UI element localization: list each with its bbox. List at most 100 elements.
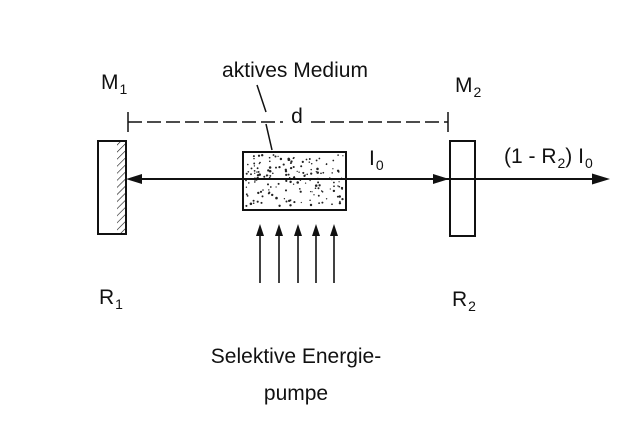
medium-speckle [266,183,270,186]
medium-speckle [277,182,280,185]
medium-speckle [274,155,277,158]
medium-speckle [250,167,253,170]
medium-speckle [253,157,255,160]
medium-speckle [317,194,320,197]
medium-speckle [279,157,283,161]
medium-speckle [268,166,272,169]
medium-speckle [299,190,302,193]
medium-speckle [306,173,309,176]
mirror-2 [449,140,476,237]
medium-speckle [287,157,290,161]
medium-speckle [320,190,323,192]
medium-speckle [336,195,339,198]
medium-speckle [256,171,258,173]
medium-speckle [287,199,291,203]
reflectivity-1-label: R1 [99,286,123,312]
medium-speckle [314,187,317,189]
medium-speckle [259,190,263,193]
medium-speckle [313,194,315,196]
medium-speckle [338,185,341,188]
medium-speckle [292,165,295,169]
medium-speckle [285,179,288,182]
medium-speckle [268,160,271,163]
distance-label: d [288,106,306,127]
medium-speckle [253,170,256,172]
pump-label-line2: pumpe [263,382,329,405]
medium-speckle [314,184,318,187]
medium-speckle [325,163,328,166]
medium-speckle [263,175,266,178]
active-medium-box [242,151,347,211]
medium-speckle [338,181,340,183]
medium-speckle [252,155,255,158]
medium-speckle [267,174,269,176]
medium-speckle [311,191,313,193]
medium-speckle [302,171,305,174]
medium-speckle [289,180,292,184]
medium-speckle [271,172,274,175]
medium-speckle [259,161,261,164]
medium-speckle [298,171,300,173]
medium-speckle [338,202,342,205]
medium-speckle [257,191,260,195]
medium-speckle [309,199,311,201]
medium-speckle [252,199,255,202]
medium-speckle [316,171,319,174]
medium-speckle [305,158,308,161]
medium-speckle [275,166,277,169]
medium-speckle [318,157,321,160]
medium-speckle [332,168,334,170]
medium-speckle [298,188,301,190]
active-medium-label: aktives Medium [222,59,368,82]
laser-beam [126,173,610,185]
medium-speckle [268,169,272,173]
medium-speckle [268,191,271,194]
pump-label-line1: Selektive Energie- [210,345,382,368]
medium-speckle [245,172,248,175]
pump-arrows [256,224,338,283]
medium-speckle [245,193,248,196]
medium-speckle [317,187,320,190]
medium-speckle [256,200,259,203]
medium-speckle [318,202,321,205]
medium-speckle [289,204,292,207]
medium-speckle [282,163,285,166]
medium-speckle [260,201,263,204]
medium-speckle [285,200,288,203]
medium-speckle [249,202,253,206]
medium-speckle [246,195,249,197]
medium-speckle [315,159,318,162]
mirror-1 [97,140,127,235]
medium-speckle [338,195,341,198]
medium-speckle [290,160,293,163]
medium-speckle [256,167,259,170]
medium-speckle [333,185,335,188]
medium-speckle [275,186,277,188]
medium-speckle [248,182,250,184]
reflectivity-2-label: R2 [452,288,476,314]
medium-speckle [289,162,292,165]
medium-speckle [321,201,324,204]
medium-speckle [292,157,295,160]
medium-speckle [296,181,299,184]
medium-speckle [284,189,288,192]
medium-speckle [300,165,303,168]
medium-speckle [309,203,313,207]
medium-speckle [252,202,255,204]
medium-speckle [268,156,271,159]
medium-speckle [290,199,292,201]
medium-speckle [269,174,272,177]
medium-speckle [261,195,264,198]
medium-speckle [246,163,249,166]
medium-pointer [256,84,267,113]
medium-speckle [278,204,281,207]
medium-speckle [339,200,341,203]
medium-speckle [261,154,264,157]
medium-speckle [296,170,298,173]
medium-speckle [268,189,270,191]
medium-speckle [257,170,260,173]
medium-speckle [315,170,317,173]
medium-speckle [269,186,272,188]
